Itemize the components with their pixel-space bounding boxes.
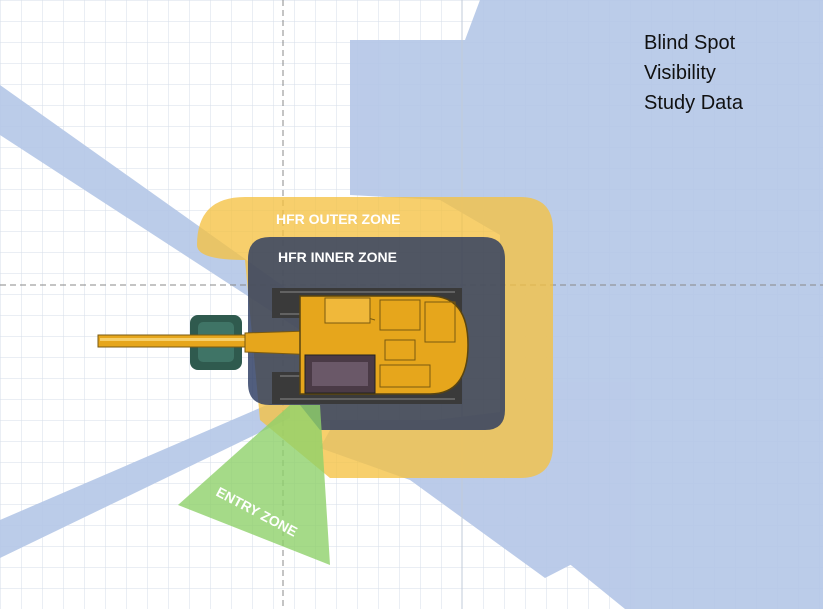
blind-spot-band-lower-left bbox=[0, 395, 290, 558]
title-line-1: Blind Spot bbox=[644, 32, 736, 54]
hfr-outer-zone-label: HFR OUTER ZONE bbox=[276, 211, 400, 227]
excavator bbox=[97, 288, 469, 404]
title-line-3: Study Data bbox=[644, 92, 743, 114]
title-line-2: Visibility bbox=[644, 62, 716, 84]
diagram-title: Blind Spot Visibility Study Data bbox=[644, 28, 743, 118]
hfr-inner-zone-label: HFR INNER ZONE bbox=[278, 249, 397, 265]
entry-zone bbox=[178, 405, 330, 565]
blind-spot-band-upper-left bbox=[0, 85, 300, 330]
